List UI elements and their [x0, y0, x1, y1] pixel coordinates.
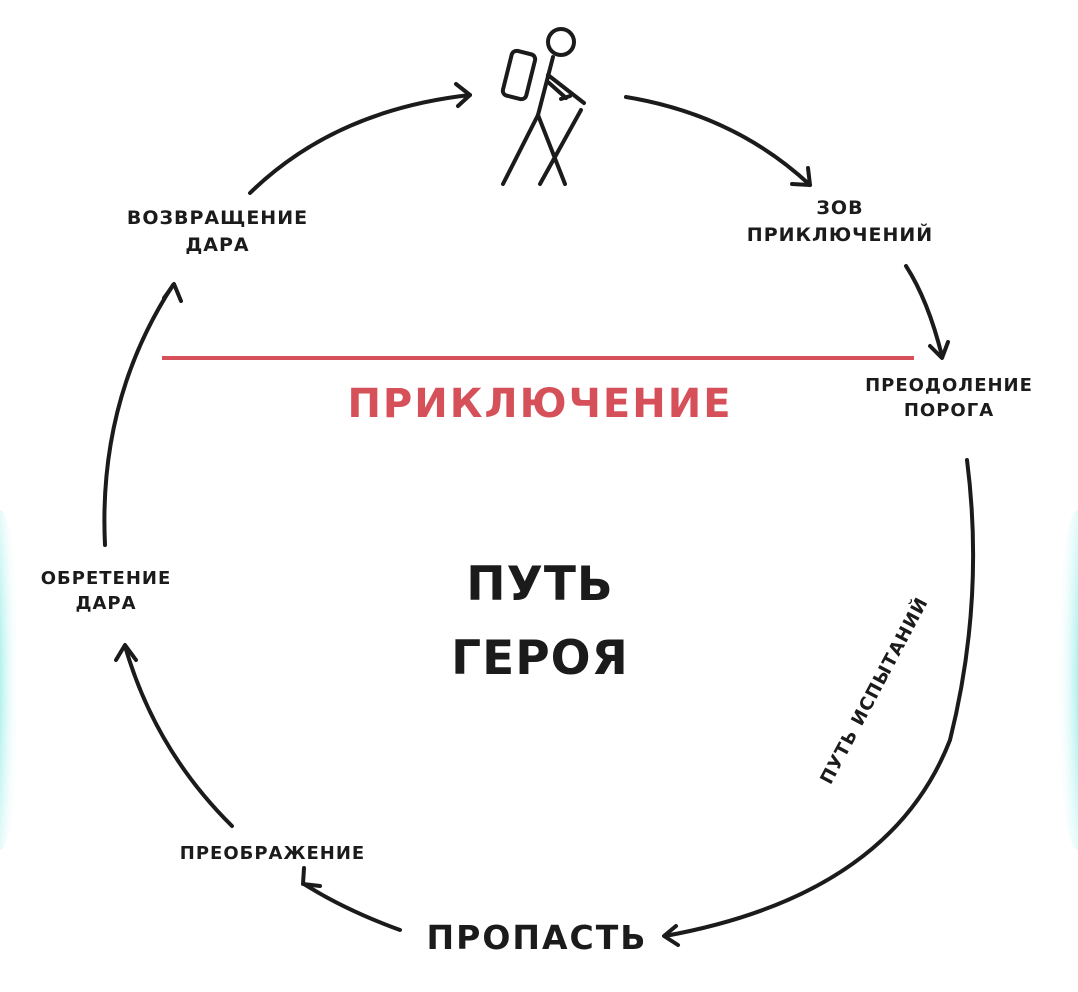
arrowhead-return [162, 282, 183, 303]
arc-trials-to-abyss [663, 458, 976, 938]
arc-call-to-threshold [904, 264, 944, 358]
stage-call-to-adventure: ЗОВ ПРИКЛЮЧЕНИЙ [720, 195, 960, 248]
center-title-line1: ПУТЬ [466, 557, 614, 612]
stage-return-gift-line1: ВОЗВРАЩЕНИЕ [126, 207, 309, 229]
stage-gain-gift: ОБРЕТЕНИЕ ДАРА [22, 566, 190, 616]
stage-threshold-line2: ПОРОГА [903, 400, 995, 422]
adventure-label: ПРИКЛЮЧЕНИЕ [347, 381, 733, 427]
stage-transformation: ПРЕОБРАЖЕНИЕ [179, 843, 366, 864]
stage-crossing-threshold: ПРЕОДОЛЕНИЕ ПОРОГА [842, 373, 1056, 423]
stage-call-line2: ПРИКЛЮЧЕНИЙ [746, 223, 934, 246]
stage-gain-gift-line2: ДАРА [75, 593, 137, 615]
arrowhead-top-right [790, 166, 812, 187]
left-edge-glow [0, 510, 20, 850]
arrowhead-transformation [301, 866, 322, 888]
arrowhead-abyss [662, 924, 680, 947]
arc-hero-to-call [624, 95, 812, 187]
arc-abyss-to-transformation [302, 882, 402, 932]
stage-return-gift-line2: ДАРА [185, 233, 250, 256]
stage-call-line1: ЗОВ [816, 197, 864, 219]
stage-threshold-line1: ПРЕОДОЛЕНИЕ [865, 375, 1033, 396]
stage-abyss: ПРОПАСТЬ [426, 918, 648, 957]
arc-return-to-hero [248, 93, 472, 195]
arc-transformation-to-gain [123, 644, 234, 828]
hiker-with-backpack-icon [500, 27, 586, 186]
arrowhead-top-left [454, 82, 472, 108]
center-title: ПУТЬ ГЕРОЯ [390, 548, 690, 697]
right-edge-glow [1056, 510, 1078, 850]
arrowhead-threshold [928, 340, 950, 360]
stage-gain-gift-line1: ОБРЕТЕНИЕ [40, 568, 172, 589]
arc-gain-to-return [102, 283, 175, 547]
stage-return-gift: ВОЗВРАЩЕНИЕ ДАРА [100, 205, 335, 258]
arrowhead-gain [114, 643, 138, 662]
center-title-line2: ГЕРОЯ [451, 631, 629, 687]
